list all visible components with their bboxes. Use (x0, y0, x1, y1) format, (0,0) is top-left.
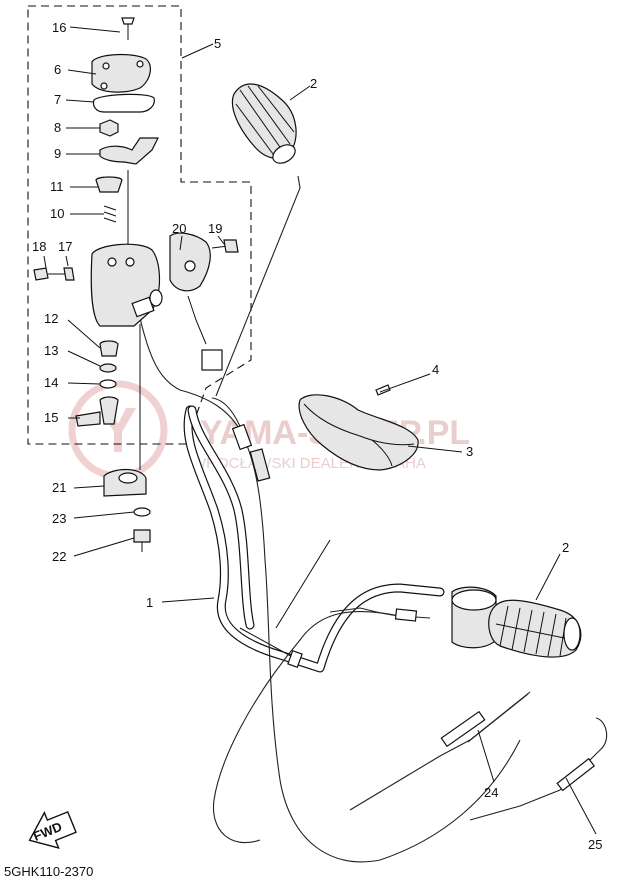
callout-25: 25 (588, 837, 602, 852)
callout-8: 8 (54, 120, 61, 135)
callout-3: 3 (466, 444, 473, 459)
callout-22: 22 (52, 549, 66, 564)
callout-14: 14 (44, 375, 58, 390)
callout-7: 7 (54, 92, 61, 107)
callout-2-upper: 2 (310, 76, 317, 91)
throttle-housing (451, 586, 497, 649)
callouts: 16 6 7 8 9 11 10 5 2 20 19 18 17 12 13 1… (32, 20, 602, 852)
fwd-arrow-icon: FWD (28, 810, 77, 849)
callout-9: 9 (54, 146, 61, 161)
callout-23: 23 (52, 511, 66, 526)
callout-13: 13 (44, 343, 58, 358)
diagram-code: 5GHK110-2370 (4, 864, 93, 879)
callout-20: 20 (172, 221, 186, 236)
leader-lines (43, 26, 597, 835)
grip-left (231, 83, 297, 164)
grip-right (488, 599, 582, 658)
callout-12: 12 (44, 311, 58, 326)
callout-19: 19 (208, 221, 222, 236)
assembly-5-outline (27, 5, 252, 445)
callout-1: 1 (146, 595, 153, 610)
callout-2-lower: 2 (562, 540, 569, 555)
callout-16: 16 (52, 20, 66, 35)
watermark: YAMA-SKLEP.PL WROCŁAWSKI DEALER YAMAHA (68, 380, 470, 480)
callout-5: 5 (214, 36, 221, 51)
callout-24: 24 (484, 785, 498, 800)
callout-10: 10 (50, 206, 64, 221)
handlebar-pad (298, 384, 419, 471)
cables (139, 175, 608, 863)
callout-4: 4 (432, 362, 439, 377)
callout-15: 15 (44, 410, 58, 425)
callout-17: 17 (58, 239, 72, 254)
callout-18: 18 (32, 239, 46, 254)
callout-11: 11 (50, 179, 64, 194)
callout-6: 6 (54, 62, 61, 77)
callout-21: 21 (52, 480, 66, 495)
